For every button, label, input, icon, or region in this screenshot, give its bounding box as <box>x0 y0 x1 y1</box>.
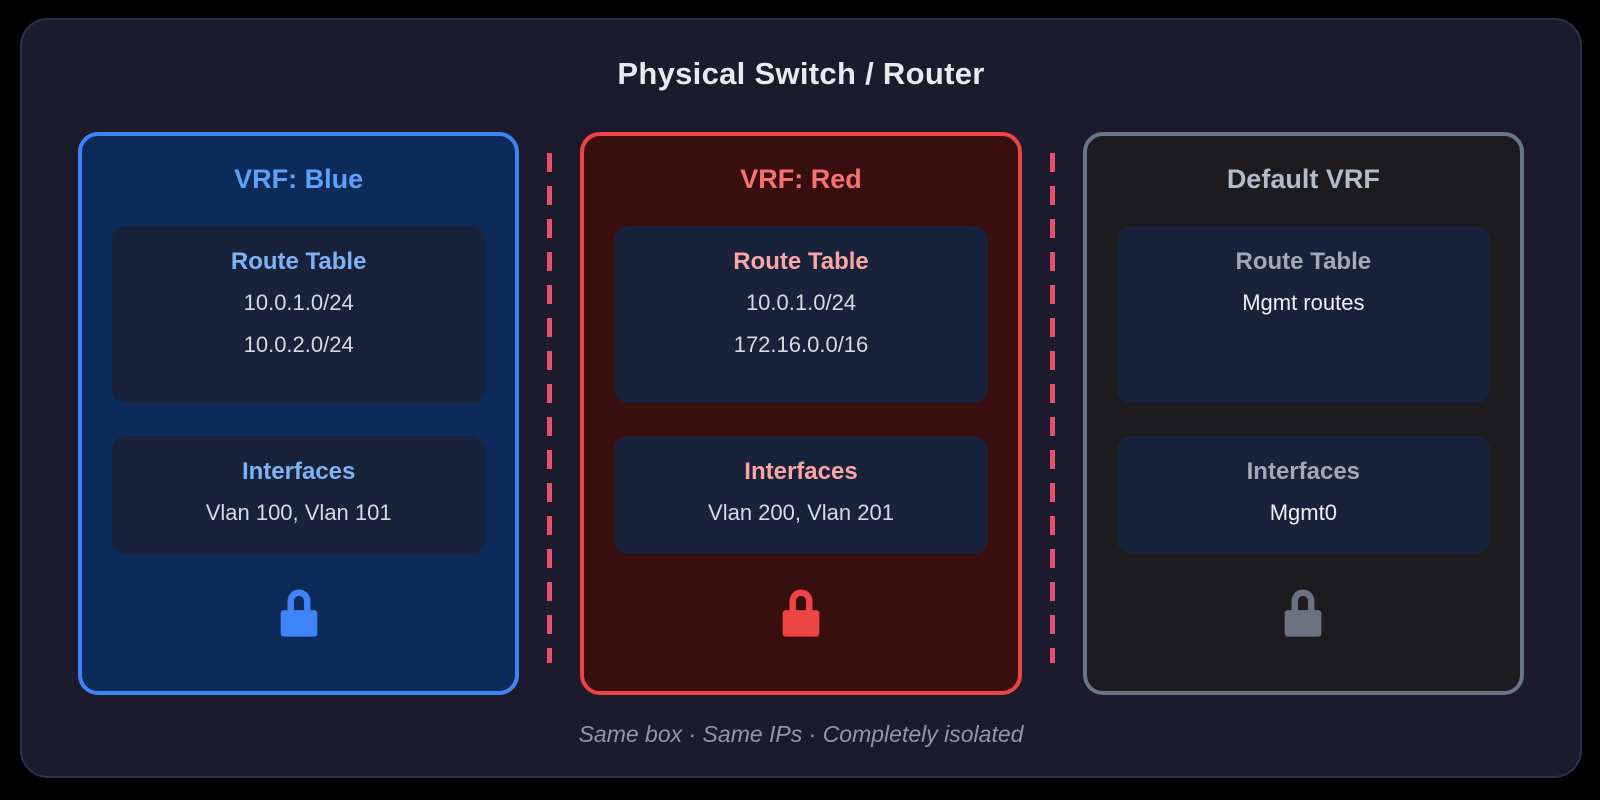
interfaces-heading: Interfaces <box>1246 458 1361 485</box>
interfaces-card: Interfaces Vlan 100, Vlan 101 <box>112 436 486 554</box>
interfaces-card: Interfaces Vlan 200, Vlan 201 <box>614 436 988 554</box>
route-entry: Mgmt routes <box>1242 290 1365 315</box>
footer-caption: Same box · Same IPs · Completely isolate… <box>578 721 1024 747</box>
vrf-panel-red: VRF: Red Route Table 10.0.1.0/24 172.16.… <box>580 132 1022 695</box>
isolation-divider <box>1049 153 1055 663</box>
vrf-panel-title: VRF: Blue <box>234 164 364 194</box>
route-table-heading: Route Table <box>733 248 869 275</box>
route-table-heading: Route Table <box>230 248 367 275</box>
route-entry: 10.0.1.0/24 <box>243 290 354 315</box>
interfaces-heading: Interfaces <box>241 458 356 485</box>
route-entry: 10.0.1.0/24 <box>745 290 857 315</box>
interfaces-card: Interfaces Mgmt0 <box>1116 436 1490 554</box>
vrf-panel-title: VRF: Red <box>740 164 862 194</box>
interface-list: Vlan 100, Vlan 101 <box>205 500 392 525</box>
lock-icon <box>280 589 317 637</box>
interfaces-heading: Interfaces <box>744 458 858 485</box>
isolation-divider <box>547 153 553 663</box>
lock-icon <box>782 589 820 637</box>
interface-list: Vlan 200, Vlan 201 <box>708 500 894 525</box>
physical-switch-chassis: Physical Switch / Router VRF: Blue Route… <box>20 18 1582 778</box>
vrf-panel-title: Default VRF <box>1226 164 1380 194</box>
route-table-card: Route Table Mgmt routes <box>1116 226 1490 403</box>
vrf-panel-default: Default VRF Route Table Mgmt routes Inte… <box>1082 132 1524 695</box>
diagram-title: Physical Switch / Router <box>617 56 985 91</box>
route-entry: 10.0.2.0/24 <box>243 332 354 357</box>
route-table-card: Route Table 10.0.1.0/24 10.0.2.0/24 <box>112 226 486 403</box>
route-table-heading: Route Table <box>1235 248 1372 275</box>
lock-icon <box>1284 589 1322 637</box>
route-entry: 172.16.0.0/16 <box>733 332 869 357</box>
vrf-panels-row: VRF: Blue Route Table 10.0.1.0/24 10.0.2… <box>22 132 1580 695</box>
route-table-card: Route Table 10.0.1.0/24 172.16.0.0/16 <box>614 226 988 403</box>
vrf-panel-blue: VRF: Blue Route Table 10.0.1.0/24 10.0.2… <box>78 132 520 695</box>
interface-list: Mgmt0 <box>1269 500 1337 525</box>
